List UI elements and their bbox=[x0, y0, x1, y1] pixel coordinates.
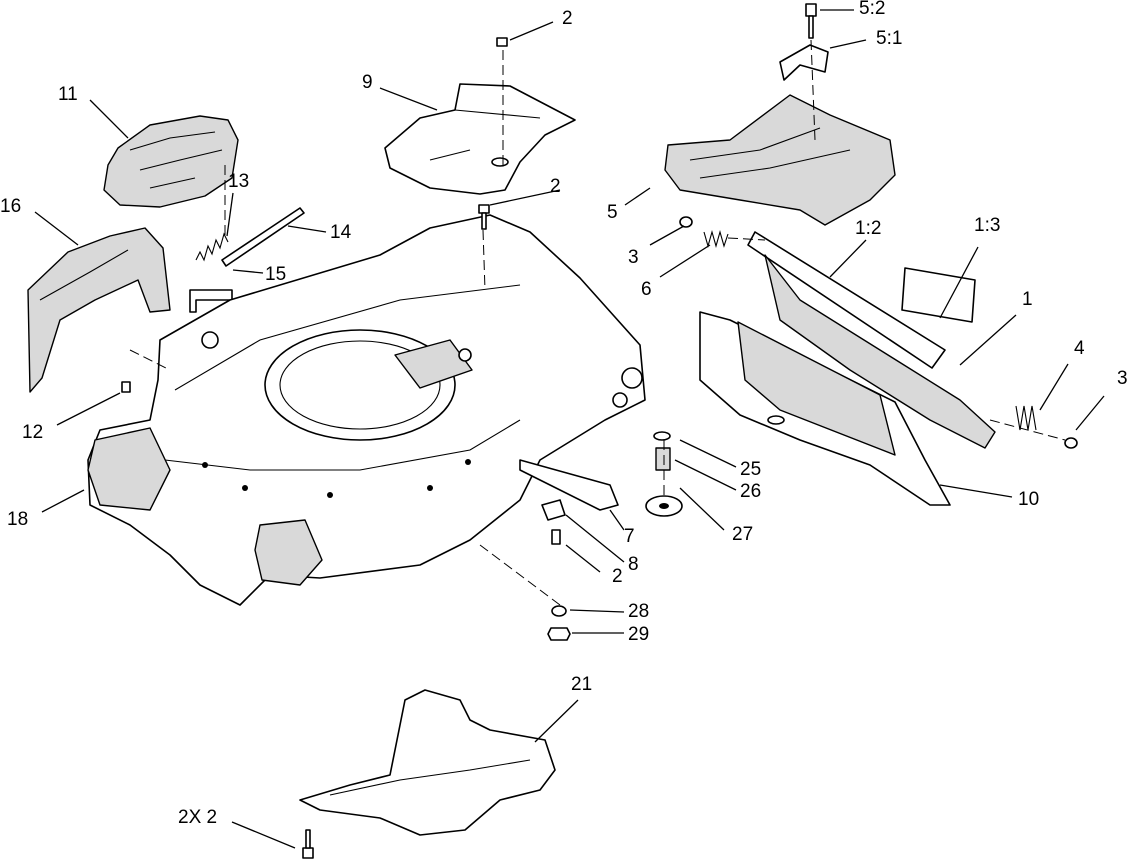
part-9-top-plate bbox=[384, 83, 576, 195]
part-26-knob bbox=[655, 447, 671, 471]
part-16-side-cover bbox=[27, 227, 171, 393]
callout-8: 8 bbox=[628, 554, 639, 575]
callout-7: 7 bbox=[624, 526, 635, 547]
part-11-control-housing bbox=[103, 115, 239, 208]
part-13-spring bbox=[195, 232, 229, 262]
part-25-washer bbox=[653, 431, 671, 441]
callout-27: 27 bbox=[732, 524, 753, 545]
part-5-rear-flap bbox=[664, 94, 896, 226]
part-2-screw-bottom bbox=[302, 829, 314, 859]
part-27-wheel-hub bbox=[645, 495, 683, 517]
mower-deck bbox=[87, 214, 646, 606]
alignment-lines bbox=[129, 39, 1066, 606]
part-14-rod bbox=[221, 207, 305, 267]
part-7-chute-plate bbox=[519, 459, 619, 511]
callout-21: 21 bbox=[571, 674, 592, 695]
callout-labels: 2 9 2 11 13 14 15 16 12 18 5:2 5:1 5 1:2… bbox=[0, 0, 1128, 828]
callout-28: 28 bbox=[628, 601, 649, 622]
part-21-mulch-plug bbox=[299, 689, 556, 836]
part-29-nut bbox=[547, 627, 571, 641]
callout-10: 10 bbox=[1018, 489, 1039, 510]
callout-29: 29 bbox=[628, 624, 649, 645]
part-3-washer-b bbox=[1064, 437, 1078, 449]
part-28-washer bbox=[551, 605, 567, 617]
callout-2x2: 2X 2 bbox=[178, 807, 217, 828]
callout-18: 18 bbox=[7, 509, 28, 530]
callout-3-left: 3 bbox=[628, 247, 639, 268]
callout-2-mid: 2 bbox=[550, 176, 561, 197]
part-4-spring bbox=[1015, 405, 1037, 431]
callout-14: 14 bbox=[330, 222, 352, 243]
leader-lines bbox=[34, 9, 1105, 849]
callout-13: 13 bbox=[228, 171, 249, 192]
part-5-1-clip bbox=[779, 44, 829, 81]
part-2-screw-top bbox=[496, 37, 508, 47]
part-5-2-screw bbox=[805, 3, 817, 39]
part-10-bag-frame bbox=[699, 311, 951, 506]
part-12-screw bbox=[121, 381, 131, 393]
part-18-front-bumper bbox=[87, 427, 323, 586]
callout-25: 25 bbox=[740, 459, 761, 480]
callout-4: 4 bbox=[1074, 338, 1085, 359]
callout-1-3: 1:3 bbox=[974, 215, 1000, 236]
callout-2-top: 2 bbox=[562, 8, 573, 29]
callout-16: 16 bbox=[0, 196, 21, 217]
callout-1-2: 1:2 bbox=[855, 218, 881, 239]
part-1-rear-door bbox=[747, 231, 996, 449]
part-3-washer-a bbox=[679, 216, 693, 228]
part-6-spring bbox=[703, 229, 729, 249]
part-1-3-label bbox=[901, 267, 976, 323]
callout-12: 12 bbox=[22, 422, 43, 443]
callout-15: 15 bbox=[265, 264, 286, 285]
callout-11: 11 bbox=[58, 84, 78, 105]
callout-1: 1 bbox=[1022, 289, 1033, 310]
callout-2-low: 2 bbox=[612, 566, 623, 587]
callout-9: 9 bbox=[362, 72, 373, 93]
part-15-bracket bbox=[189, 289, 233, 313]
callout-26: 26 bbox=[740, 481, 761, 502]
callout-5-2: 5:2 bbox=[859, 0, 885, 19]
part-2-screw-low bbox=[551, 529, 561, 545]
callout-5: 5 bbox=[607, 202, 618, 223]
part-2-screw-mid bbox=[478, 204, 490, 230]
part-8-bracket bbox=[541, 499, 566, 521]
callout-5-1: 5:1 bbox=[876, 28, 902, 49]
callout-6: 6 bbox=[641, 279, 652, 300]
callout-3-right: 3 bbox=[1117, 368, 1128, 389]
